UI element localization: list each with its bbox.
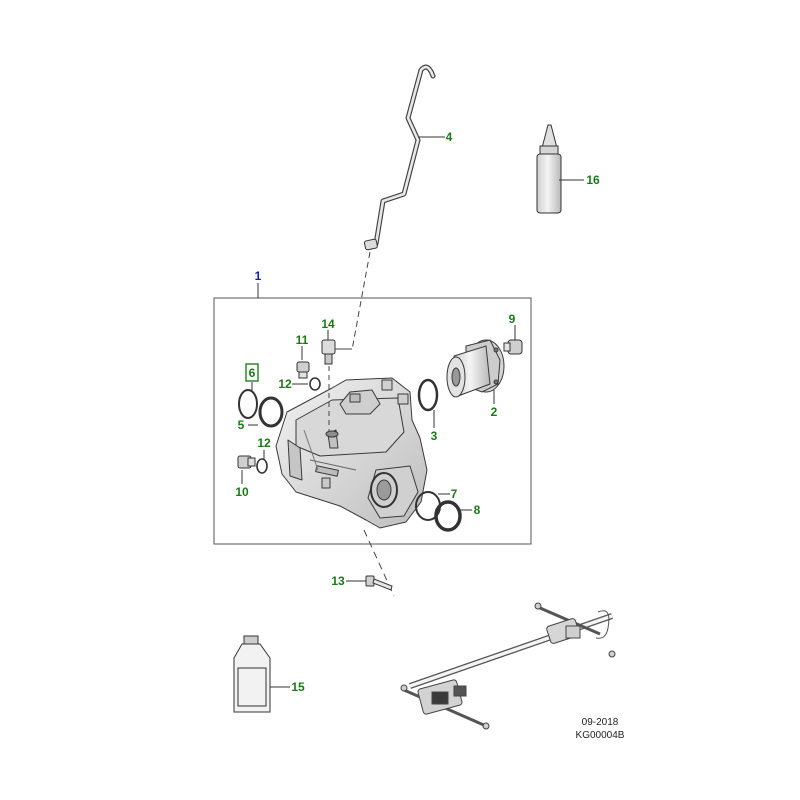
output-flange-part <box>446 339 505 398</box>
callout-6-highlight <box>245 363 259 382</box>
callout-4: 4 <box>446 130 453 144</box>
transmission-housing <box>275 377 428 529</box>
drain-plug-part <box>237 455 256 469</box>
diagram-date: 09-2018 <box>581 717 619 728</box>
callout-7: 7 <box>451 487 458 501</box>
callout-16: 16 <box>586 173 600 187</box>
oil-bottle-part <box>233 635 271 713</box>
bolt-part <box>365 575 393 591</box>
oring-left-part <box>238 389 258 419</box>
callouts: 1 2 3 4 5 6 7 8 9 10 11 12 12 13 14 15 1… <box>235 130 600 694</box>
callout-11: 11 <box>296 333 309 347</box>
vent-connector-part <box>321 339 352 432</box>
callout-12: 12 <box>278 377 292 391</box>
seal-left-part <box>258 396 284 428</box>
callout-3: 3 <box>431 429 438 443</box>
sealant-tube-part <box>536 124 562 214</box>
callout-8: 8 <box>474 503 481 517</box>
callout-14: 14 <box>321 317 335 331</box>
washer-lower-part <box>256 458 268 474</box>
washer-part <box>309 377 321 391</box>
oring-flange-part <box>417 378 439 412</box>
callout-5: 5 <box>238 418 245 432</box>
fill-plug-part <box>296 361 310 379</box>
callout-13: 13 <box>331 574 345 588</box>
leader-lines <box>241 136 584 688</box>
assembly-frame <box>213 297 532 545</box>
drivetrain-inset <box>400 602 616 730</box>
seal-right-part <box>434 500 462 532</box>
callout-10: 10 <box>235 485 249 499</box>
plug-flange-part <box>503 339 523 355</box>
callout-12-lower: 12 <box>257 436 271 450</box>
callout-6: 6 <box>249 366 256 380</box>
diagram-code: KG00004B <box>575 730 625 741</box>
callout-1: 1 <box>255 269 262 283</box>
callout-15: 15 <box>291 680 305 694</box>
vent-pipe-part <box>363 64 436 251</box>
callout-2: 2 <box>491 405 498 419</box>
callout-9: 9 <box>509 312 516 326</box>
